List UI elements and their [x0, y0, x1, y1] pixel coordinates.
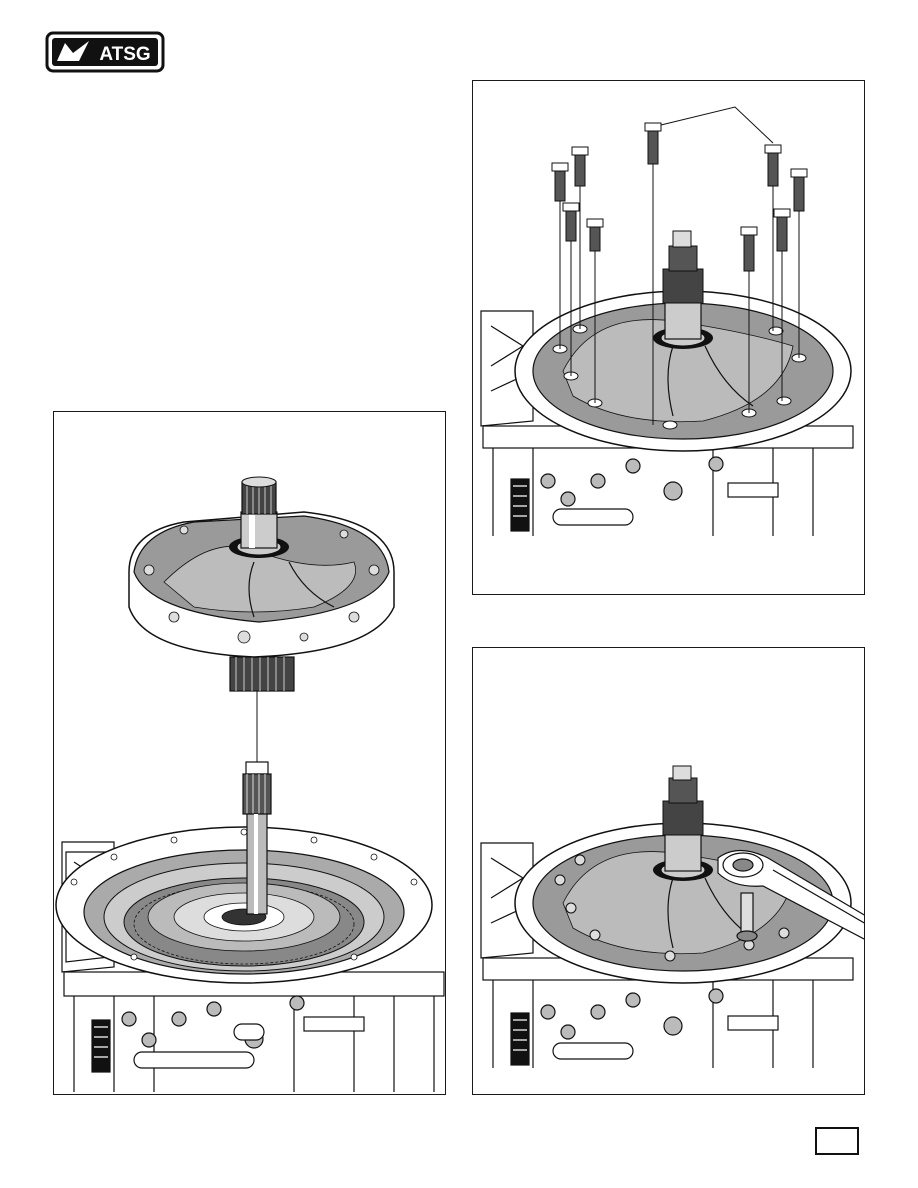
- case-bolts: [540, 456, 724, 507]
- stator-shaft: [653, 765, 713, 881]
- oil-pump-assembly: [128, 476, 395, 692]
- page-number-box: [815, 1127, 859, 1155]
- case-flange-ring: [55, 826, 433, 984]
- figure-pump-over-input-shaft: [53, 411, 446, 1095]
- input-shaft: [242, 761, 272, 915]
- case-bolts: [540, 988, 724, 1040]
- torque-wrench: [717, 849, 864, 942]
- checkmark-icon: [57, 41, 89, 61]
- figure-torque-pump-bolts: [472, 647, 865, 1095]
- figure-pump-bolt-install: [472, 80, 865, 595]
- case-bolts: [121, 995, 305, 1049]
- pump-bolts: [551, 106, 808, 425]
- stator-shaft: [653, 230, 713, 349]
- illustration-top-right: [480, 106, 854, 536]
- logo-text: ATSG: [99, 44, 150, 65]
- illustration-left: [55, 476, 445, 1092]
- atsg-logo: ATSG: [45, 31, 165, 73]
- illustration-bottom-right: [480, 765, 864, 1068]
